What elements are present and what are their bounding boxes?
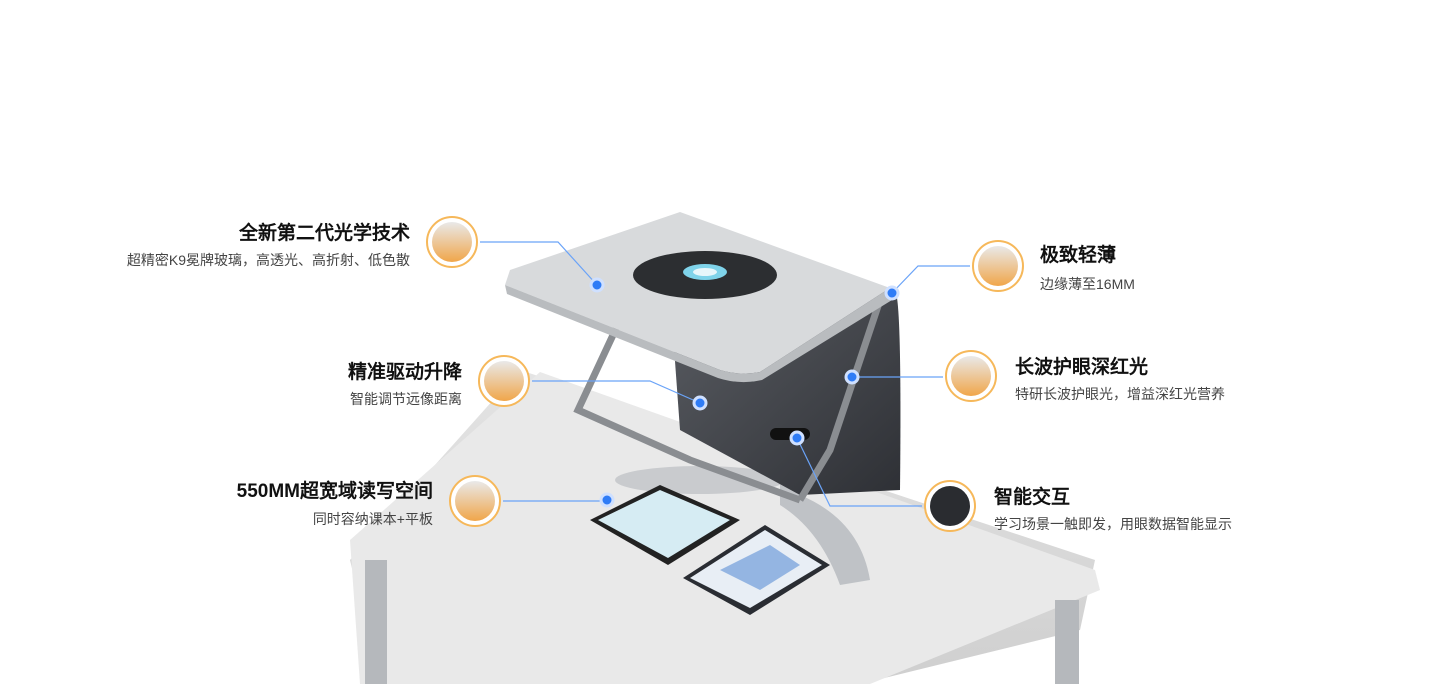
hotspot-lift bbox=[692, 395, 708, 411]
feature-title-optics: 全新第二代光学技术 bbox=[238, 223, 410, 244]
notebook bbox=[683, 525, 830, 615]
lamp-frame bbox=[573, 298, 884, 504]
feature-title-smart: 智能交互 bbox=[994, 487, 1071, 508]
feature-title-space: 550MM超宽域读写空间 bbox=[236, 481, 433, 502]
feature-subtitle-lift: 智能调节远像距离 bbox=[350, 391, 462, 407]
feature-title-redlight: 长波护眼深红光 bbox=[1015, 357, 1149, 378]
feature-subtitle-space: 同时容纳课本+平板 bbox=[312, 511, 433, 527]
thin-edge-icon bbox=[972, 240, 1024, 292]
red-light-icon bbox=[945, 350, 997, 402]
feature-title-thin: 极致轻薄 bbox=[1040, 245, 1117, 266]
hotspot-thin bbox=[884, 285, 900, 301]
hotspot-redlight bbox=[844, 369, 860, 385]
feature-title-lift: 精准驱动升降 bbox=[347, 362, 462, 383]
lift-mechanism-icon bbox=[478, 355, 530, 407]
tablet bbox=[590, 485, 740, 565]
reading-space-icon bbox=[449, 475, 501, 527]
feature-subtitle-optics: 超精密K9冕牌玻璃，高透光、高折射、低色散 bbox=[126, 252, 410, 268]
feature-subtitle-redlight: 特研长波护眼光，增益深红光营养 bbox=[1015, 386, 1225, 402]
callout-lines bbox=[480, 241, 970, 507]
optics-lens-icon bbox=[426, 216, 478, 268]
hotspot-optics bbox=[589, 277, 605, 293]
feature-subtitle-thin: 边缘薄至16MM bbox=[1040, 276, 1135, 292]
hotspot-dots bbox=[589, 277, 900, 508]
lamp-hood bbox=[505, 212, 892, 383]
hotspot-smart bbox=[789, 430, 805, 446]
feature-subtitle-smart: 学习场景一触即发，用眼数据智能显示 bbox=[994, 516, 1232, 532]
hotspot-space bbox=[599, 492, 615, 508]
smart-display-icon bbox=[924, 480, 976, 532]
